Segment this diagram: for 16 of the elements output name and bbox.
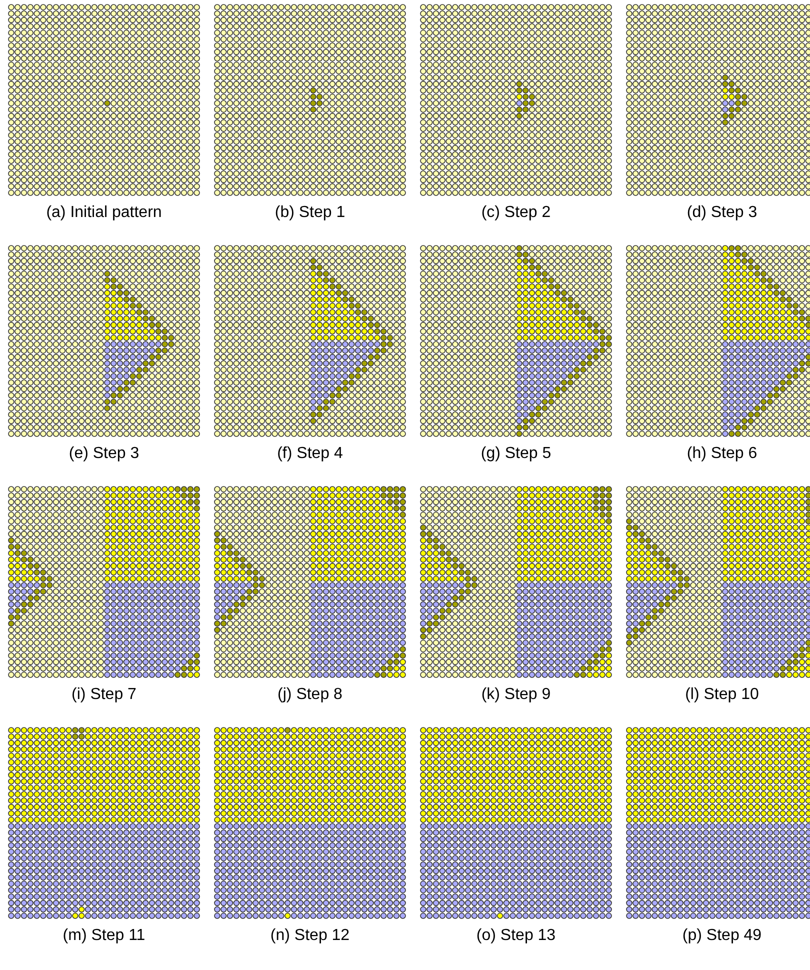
panel-caption: (a) Initial pattern bbox=[45, 204, 163, 222]
panel-caption: (o) Step 13 bbox=[475, 927, 557, 945]
panel-caption: (b) Step 1 bbox=[274, 204, 346, 222]
panel-caption: (c) Step 2 bbox=[480, 204, 552, 222]
panel-caption: (l) Step 10 bbox=[684, 686, 760, 704]
panel-caption: (g) Step 5 bbox=[480, 445, 552, 463]
panel-caption: (n) Step 12 bbox=[269, 927, 351, 945]
panel-caption: (e) Step 3 bbox=[68, 445, 140, 463]
panel-caption: (h) Step 6 bbox=[686, 445, 758, 463]
panel-caption: (i) Step 7 bbox=[70, 686, 138, 704]
panel-caption: (m) Step 11 bbox=[62, 927, 146, 945]
panel-caption: (p) Step 49 bbox=[681, 927, 763, 945]
panel-caption: (k) Step 9 bbox=[480, 686, 552, 704]
panel-caption: (j) Step 8 bbox=[276, 686, 344, 704]
panel-caption: (f) Step 4 bbox=[276, 445, 344, 463]
panel-caption: (d) Step 3 bbox=[686, 204, 758, 222]
